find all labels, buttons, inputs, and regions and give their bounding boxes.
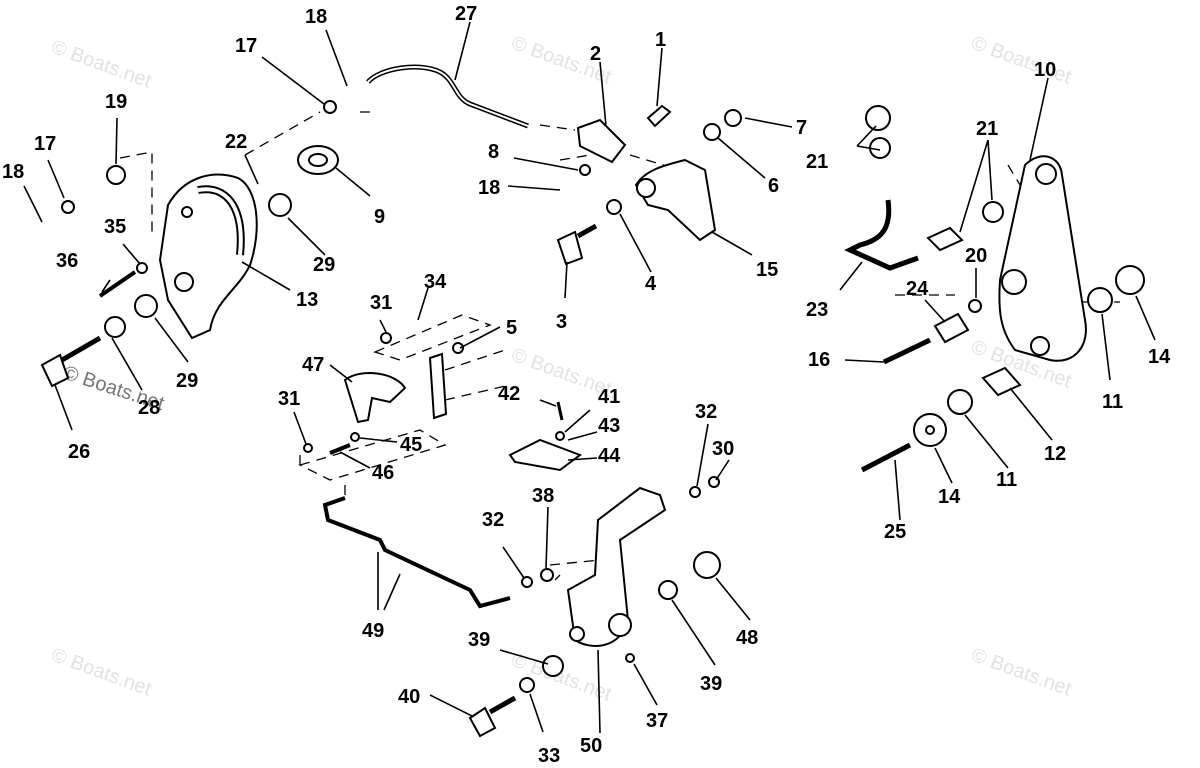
callout-39: 39 — [468, 629, 490, 651]
callout-14: 14 — [938, 486, 961, 508]
callout-29: 29 — [313, 254, 335, 276]
watermark-layer: © Boats.net © Boats.net © Boats.net © Bo… — [48, 32, 1074, 706]
callout-33: 33 — [538, 745, 560, 767]
callout-32: 32 — [695, 401, 717, 423]
callout-27: 27 — [455, 3, 477, 25]
callout-28: 28 — [138, 397, 160, 419]
link-rod-shape — [844, 199, 919, 271]
callout-11: 11 — [1102, 391, 1123, 413]
callout-24: 24 — [906, 278, 929, 300]
callout-26: 26 — [68, 441, 90, 463]
watermark: © Boats.net — [968, 32, 1074, 89]
callout-13: 13 — [296, 289, 318, 311]
callout-8: 8 — [488, 141, 499, 163]
callout-42: 42 — [498, 383, 520, 405]
callout-1: 1 — [655, 29, 666, 51]
watermark: © Boats.net — [968, 644, 1074, 701]
callout-5: 5 — [506, 317, 517, 339]
callout-17: 17 — [235, 35, 257, 57]
shift-arm-shape — [998, 155, 1087, 362]
callout-32: 32 — [482, 509, 504, 531]
callout-7: 7 — [796, 117, 807, 139]
watermark: © Boats.net — [48, 644, 154, 701]
callout-9: 9 — [374, 206, 385, 228]
callout-25: 25 — [884, 521, 906, 543]
cam-bracket-shape — [158, 173, 258, 340]
callout-48: 48 — [736, 627, 758, 649]
callout-12: 12 — [1044, 443, 1066, 465]
plate-shape — [343, 372, 407, 424]
callout-41: 41 — [598, 386, 620, 408]
callout-4: 4 — [645, 273, 657, 295]
callout-45: 45 — [400, 434, 422, 456]
callout-18: 18 — [305, 6, 327, 28]
callout-2: 2 — [590, 43, 601, 65]
callout-30: 30 — [712, 438, 734, 460]
callout-17: 17 — [34, 133, 56, 155]
callout-23: 23 — [806, 299, 828, 321]
callout-34: 34 — [424, 271, 447, 293]
callout-21: 21 — [976, 118, 998, 140]
callout-31: 31 — [278, 388, 300, 410]
callout-37: 37 — [646, 710, 668, 732]
callout-6: 6 — [768, 175, 779, 197]
callout-29: 29 — [176, 370, 198, 392]
callout-3: 3 — [556, 311, 567, 333]
callout-39: 39 — [700, 673, 722, 695]
callout-43: 43 — [598, 415, 620, 437]
callout-21: 21 — [806, 151, 828, 173]
callout-19: 19 — [105, 91, 127, 113]
callout-36: 36 — [56, 250, 78, 272]
throttle-lever-shape — [634, 158, 717, 242]
callout-20: 20 — [965, 245, 987, 267]
callout-40: 40 — [398, 686, 420, 708]
callout-46: 46 — [372, 462, 394, 484]
callout-35: 35 — [104, 216, 126, 238]
callout-47: 47 — [302, 354, 324, 376]
callout-14: 14 — [1148, 346, 1171, 368]
callout-10: 10 — [1034, 59, 1056, 81]
callout-49: 49 — [362, 620, 384, 642]
callout-50: 50 — [580, 735, 602, 757]
callout-18: 18 — [478, 177, 500, 199]
trunnion-shape — [576, 118, 627, 164]
callout-16: 16 — [808, 349, 830, 371]
callout-18: 18 — [2, 161, 24, 183]
callout-31: 31 — [370, 292, 392, 314]
watermark: © Boats.net — [48, 36, 154, 93]
shift-rod-shape — [322, 496, 511, 609]
callout-11: 11 — [996, 469, 1017, 491]
callout-22: 22 — [225, 131, 247, 153]
callout-38: 38 — [532, 485, 554, 507]
callout-15: 15 — [756, 259, 778, 281]
callout-labels: 1 2 3 4 5 6 7 8 9 10 11 11 12 13 14 14 1… — [2, 3, 1171, 767]
callout-44: 44 — [598, 445, 621, 467]
leader-lines — [23, 21, 1156, 734]
part-shapes — [40, 64, 1145, 738]
